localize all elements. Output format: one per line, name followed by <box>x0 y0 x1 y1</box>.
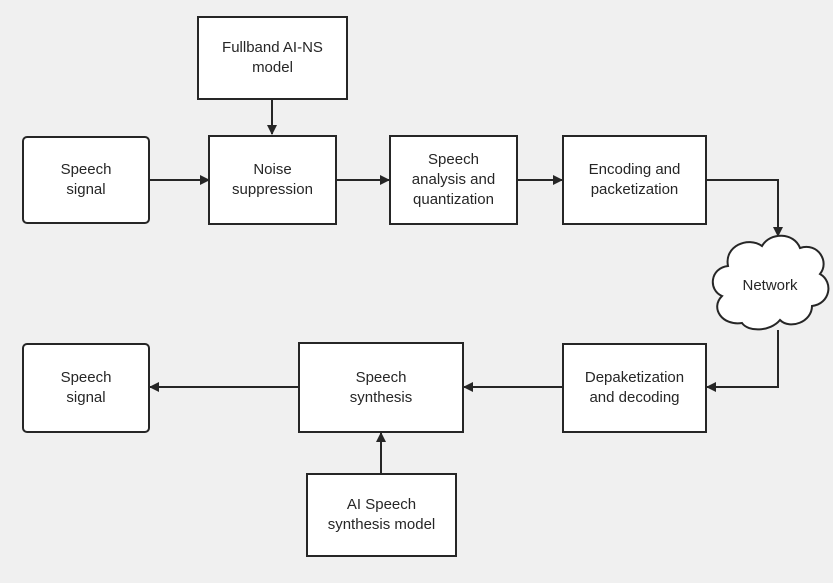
speech-signal-output-label: Speech signal <box>60 369 112 406</box>
noise-suppression-node: Noise suppression <box>208 135 337 225</box>
speech-analysis-node: Speech analysis and quantization <box>389 135 518 225</box>
speech-signal-input-label: Speech signal <box>60 161 112 198</box>
fullband-ai-ns-model-label: Fullband AI-NS model <box>222 39 323 76</box>
network-cloud-shape <box>712 234 830 331</box>
ai-speech-synthesis-model-label: AI Speech synthesis model <box>327 496 436 533</box>
network-label: Network <box>742 277 798 294</box>
depacketization-decoding-label: Depaketization and decoding <box>584 369 685 406</box>
noise-suppression-label: Noise suppression <box>232 161 313 198</box>
speech-signal-output-node: Speech signal <box>22 343 150 433</box>
fullband-ai-ns-model-node: Fullband AI-NS model <box>197 16 348 100</box>
speech-synthesis-label: Speech synthesis <box>349 368 413 406</box>
arrow-encoding-to-network <box>706 179 783 237</box>
ai-speech-synthesis-model-node: AI Speech synthesis model <box>306 473 457 557</box>
network-label-wrap: Network <box>718 277 822 294</box>
encoding-packetization-label: Encoding and packetization <box>588 161 681 198</box>
speech-signal-input-node: Speech signal <box>22 136 150 224</box>
speech-analysis-label: Speech analysis and quantization <box>411 151 496 208</box>
arrow-network-to-depacketization <box>706 330 779 392</box>
encoding-packetization-node: Encoding and packetization <box>562 135 707 225</box>
speech-synthesis-node: Speech synthesis <box>298 342 464 433</box>
depacketization-decoding-node: Depaketization and decoding <box>562 343 707 433</box>
